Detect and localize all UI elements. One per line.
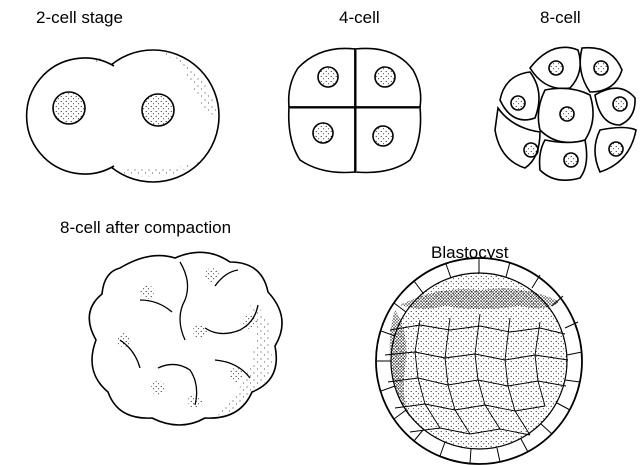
compacted-eight-cell-embryo: [89, 252, 282, 425]
two-cell-embryo: [27, 50, 219, 182]
four-cell-embryo: [289, 48, 421, 172]
eight-cell-embryo: [495, 47, 636, 180]
blastocyst-embryo: [376, 258, 582, 464]
